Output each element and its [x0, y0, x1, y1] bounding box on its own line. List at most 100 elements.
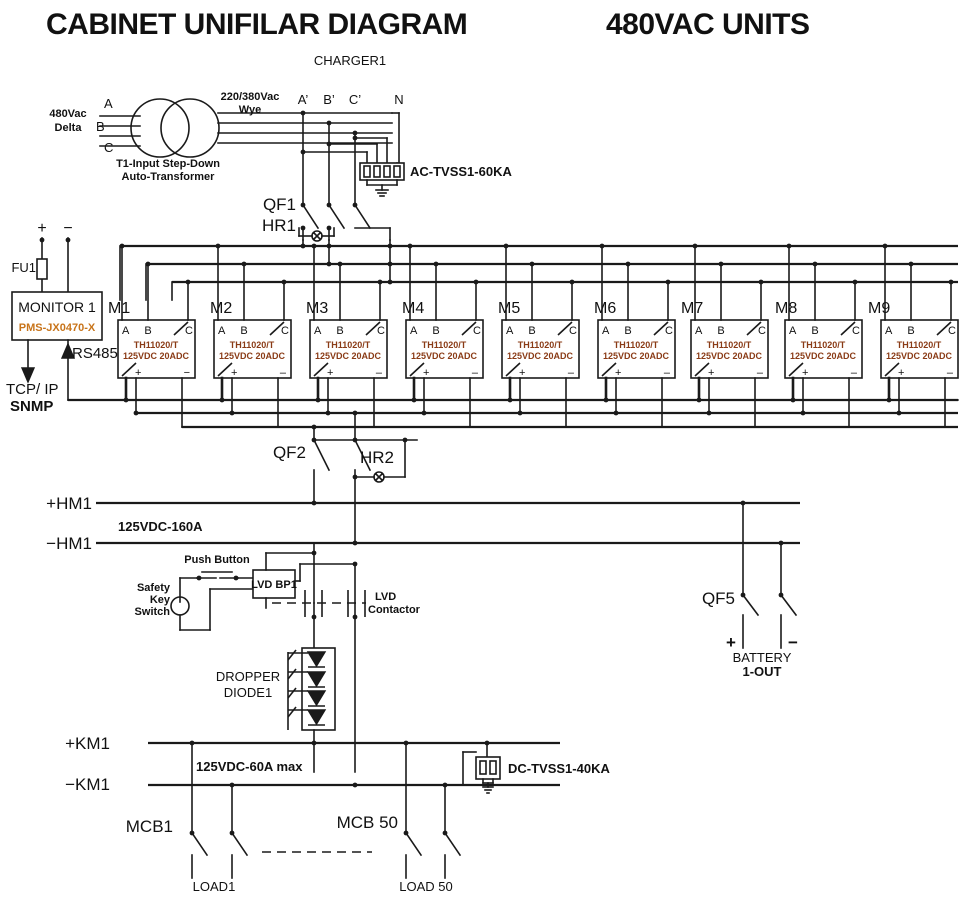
- module-label-M2: M2: [210, 300, 232, 317]
- svg-text:C: C: [473, 325, 481, 337]
- svg-text:TH11020/T: TH11020/T: [801, 340, 846, 350]
- km1-negative-label: −KM1: [65, 775, 110, 794]
- secondary-voltage-line2: Wye: [239, 104, 261, 116]
- page-title: CABINET UNIFILAR DIAGRAM: [46, 8, 467, 41]
- module-label-M4: M4: [402, 300, 424, 317]
- svg-text:TH11020/T: TH11020/T: [422, 340, 467, 350]
- svg-text:B: B: [624, 325, 631, 337]
- qf1-label: QF1: [263, 195, 296, 214]
- svg-text:B: B: [336, 325, 343, 337]
- svg-text:+: +: [898, 367, 904, 379]
- svg-text:125VDC 20ADC: 125VDC 20ADC: [696, 351, 763, 361]
- module-pin-b: B: [144, 325, 151, 337]
- module-label-M8: M8: [775, 300, 797, 317]
- svg-text:–: –: [947, 367, 954, 379]
- svg-text:B: B: [717, 325, 724, 337]
- dc-tvss-block: [462, 740, 501, 794]
- svg-text:+: +: [708, 367, 714, 379]
- svg-text:+: +: [423, 367, 429, 379]
- svg-text:B: B: [432, 325, 439, 337]
- svg-text:+: +: [519, 367, 525, 379]
- km1-positive-label: +KM1: [65, 734, 110, 753]
- svg-text:C: C: [377, 325, 385, 337]
- monitor-out-snmp: SNMP: [10, 398, 53, 415]
- transformer-symbol: [130, 98, 220, 158]
- monitor-model: PMS-JX0470-X: [19, 322, 96, 334]
- svg-text:+: +: [802, 367, 808, 379]
- out-phase-b-label: B’: [323, 92, 335, 107]
- svg-text:B: B: [528, 325, 535, 337]
- monitor-plus-label: +: [37, 220, 46, 237]
- lvd-bp1-box: LVD BP1: [251, 569, 297, 599]
- rs485-label: RS485: [72, 345, 118, 362]
- svg-text:C: C: [852, 325, 860, 337]
- lvd-contactor-line1: LVD: [375, 591, 396, 603]
- svg-text:A: A: [218, 325, 226, 337]
- svg-text:TH11020/T: TH11020/T: [897, 340, 942, 350]
- qf5-label: QF5: [702, 589, 735, 608]
- svg-text:125VDC 20ADC: 125VDC 20ADC: [219, 351, 286, 361]
- module-M7: M7 A B C TH11020/T 125VDC 20ADC + –: [681, 243, 769, 428]
- svg-text:C: C: [758, 325, 766, 337]
- monitor-out-tcpip: TCP/ IP: [6, 381, 59, 398]
- svg-text:–: –: [851, 367, 858, 379]
- hr1-lamp: [298, 227, 335, 242]
- module-label-M6: M6: [594, 300, 616, 317]
- charger-label: CHARGER1: [314, 53, 386, 68]
- mcb-first-label: MCB1: [126, 817, 173, 836]
- module-row: M1 A B C TH11020/T 125VDC 20ADC + − M2: [108, 243, 959, 428]
- svg-text:TH11020/T: TH11020/T: [614, 340, 659, 350]
- module-label-M1: M1: [108, 300, 130, 317]
- lvd-contactor-line2: Contactor: [368, 604, 421, 616]
- svg-text:125VDC 20ADC: 125VDC 20ADC: [411, 351, 478, 361]
- monitor-box: MONITOR 1 PMS-JX0470-X: [11, 291, 103, 341]
- svg-text:TH11020/T: TH11020/T: [707, 340, 752, 350]
- hm1-positive-label: +HM1: [46, 494, 92, 513]
- monitor-minus-label: −: [63, 220, 72, 237]
- ac-tvss-label: AC-TVSS1-60KA: [410, 164, 512, 179]
- battery-minus-label: −: [788, 633, 798, 652]
- hr1-label: HR1: [262, 216, 296, 235]
- fu1-fuse-symbol: [36, 258, 48, 280]
- svg-text:A: A: [602, 325, 610, 337]
- safety-key-line3: Switch: [135, 606, 171, 618]
- svg-text:TH11020/T: TH11020/T: [230, 340, 275, 350]
- monitor-name: MONITOR 1: [18, 299, 96, 315]
- module-pin-minus: −: [184, 367, 190, 379]
- dc-tvss-label: DC-TVSS1-40KA: [508, 761, 610, 776]
- hr2-label: HR2: [360, 448, 394, 467]
- lvd-contactor-contacts: [304, 590, 366, 617]
- svg-text:B: B: [907, 325, 914, 337]
- svg-text:–: –: [664, 367, 671, 379]
- battery-line1: BATTERY: [733, 650, 792, 665]
- svg-text:+: +: [327, 367, 333, 379]
- source-voltage-line1: 480Vac: [49, 108, 86, 120]
- secondary-voltage-line1: 220/380Vac: [221, 91, 280, 103]
- transformer-label-line2: Auto-Transformer: [122, 171, 216, 183]
- out-phase-a-label: A’: [298, 92, 309, 107]
- svg-text:C: C: [569, 325, 577, 337]
- km1-rating: 125VDC-60A max: [196, 759, 303, 774]
- svg-text:B: B: [811, 325, 818, 337]
- load-last-label: LOAD 50: [399, 879, 452, 894]
- battery-line2: 1-OUT: [743, 664, 782, 679]
- out-phase-c-label: C’: [349, 92, 361, 107]
- svg-text:C: C: [948, 325, 956, 337]
- svg-text:–: –: [376, 367, 383, 379]
- module-M6: M6 A B C TH11020/T 125VDC 20ADC + –: [594, 243, 676, 428]
- svg-text:125VDC 20ADC: 125VDC 20ADC: [603, 351, 670, 361]
- dropper-label-line1: DROPPER: [216, 669, 280, 684]
- module-label-M5: M5: [498, 300, 520, 317]
- fu1-label: FU1: [11, 260, 36, 275]
- hm1-negative-label: −HM1: [46, 534, 92, 553]
- module-label-M3: M3: [306, 300, 328, 317]
- hm1-rating: 125VDC-160A: [118, 519, 203, 534]
- lvd-bp1-label: LVD BP1: [251, 579, 297, 591]
- module-label-M9: M9: [868, 300, 890, 317]
- module-M2: M2 A B C TH11020/T 125VDC 20ADC + –: [210, 243, 292, 428]
- svg-text:–: –: [472, 367, 479, 379]
- svg-text:+: +: [615, 367, 621, 379]
- neutral-label: N: [394, 92, 403, 107]
- source-voltage-line2: Delta: [55, 122, 83, 134]
